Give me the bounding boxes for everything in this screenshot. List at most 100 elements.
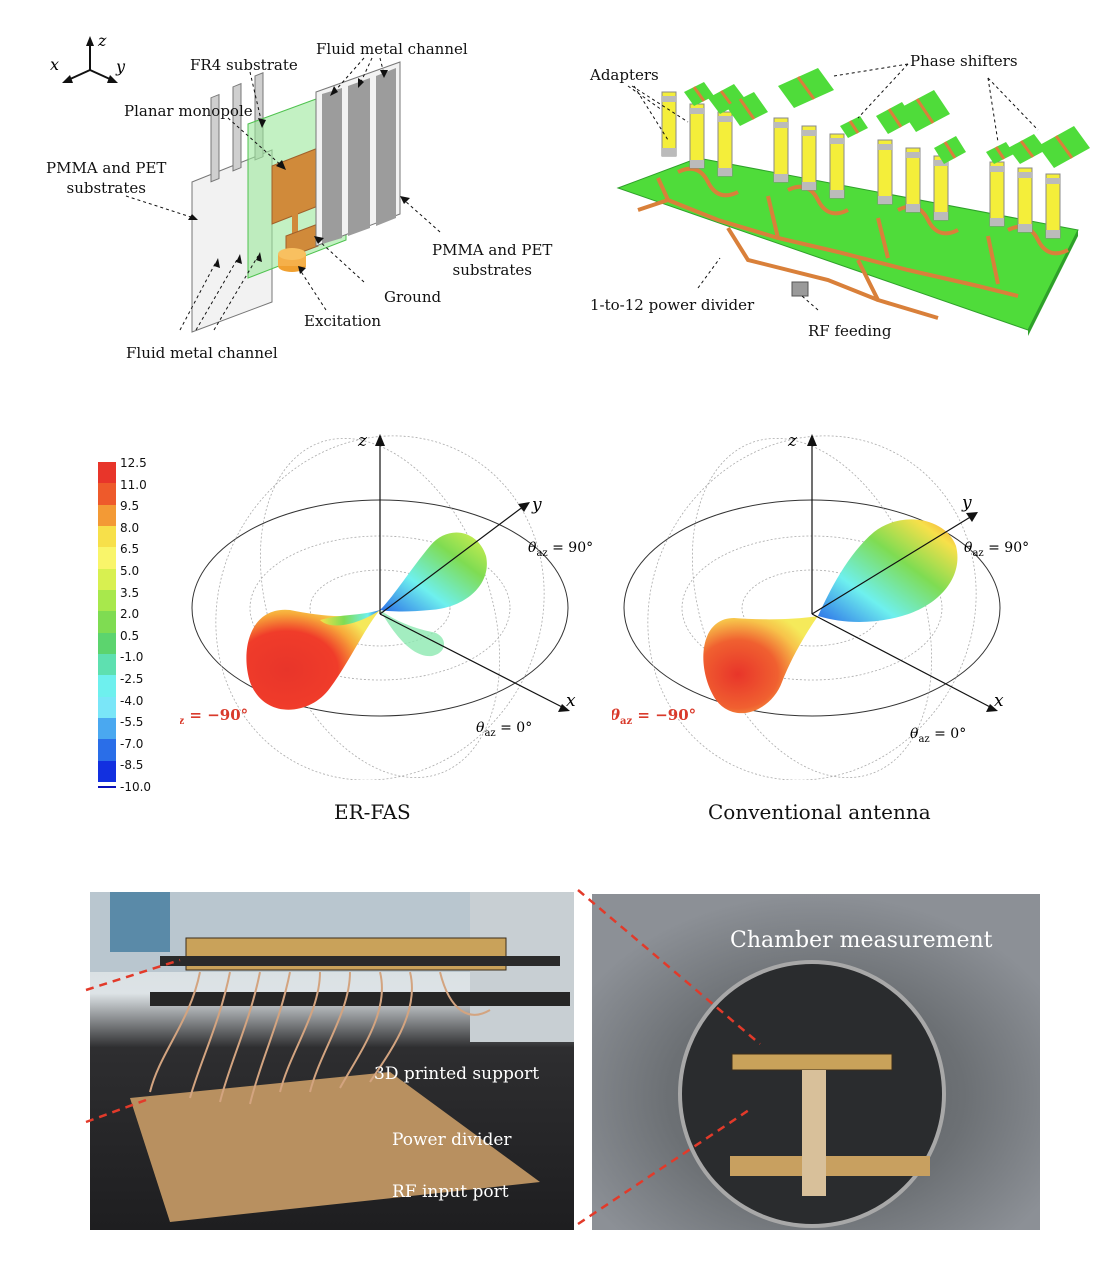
colorbar-tick-label: 6.5 xyxy=(120,542,140,557)
axis-z-label: z xyxy=(97,31,107,50)
caption-er-fas: ER-FAS xyxy=(334,800,411,824)
adapter xyxy=(801,125,817,191)
theta-value: = 0° xyxy=(930,726,967,742)
theta-minus-90-label: θaz = −90° xyxy=(180,706,248,727)
array-feed-diagram xyxy=(616,63,1090,336)
phase-shifter xyxy=(900,90,950,132)
colorbar-strip xyxy=(98,462,116,788)
adapter xyxy=(689,103,705,169)
chamber-title: Chamber measurement xyxy=(730,928,993,953)
theta-symbol: θ xyxy=(964,540,973,556)
fluid-channel-bottom-label: Fluid metal channel xyxy=(126,344,278,362)
colorbar-tick-label: -2.5 xyxy=(120,672,144,686)
colorbar-tick-label: 12.5 xyxy=(120,456,147,470)
theta-minus-90-label: θaz = −90° xyxy=(612,706,696,727)
divider-label: Power divider xyxy=(392,1130,512,1150)
theta-value: = −90° xyxy=(632,706,696,724)
main-lobe-left xyxy=(703,616,818,714)
colorbar-tick-label: -8.5 xyxy=(120,758,144,773)
chamber-photo: Chamber measurement xyxy=(592,894,1040,1230)
colorbar-tick-label: 2.0 xyxy=(120,607,140,622)
colorbar-swatch xyxy=(98,696,116,718)
axis-y-label: y xyxy=(531,495,542,515)
adapter xyxy=(1017,167,1033,233)
adapter xyxy=(905,147,921,213)
colorbar-swatch xyxy=(98,590,116,612)
colorbar-tick-label: -10.0 xyxy=(120,780,152,794)
excitation-label: Excitation xyxy=(304,312,382,330)
theta-subscript: az xyxy=(484,728,495,739)
fr4-substrate-label: FR4 substrate xyxy=(190,56,298,74)
colorbar-swatch xyxy=(98,718,116,740)
colorbar-swatch xyxy=(98,483,116,505)
power-divider-label: 1-to-12 power divider xyxy=(590,296,755,314)
theta-value: = 0° xyxy=(496,720,533,736)
theta-subscript: az xyxy=(536,548,547,559)
theta-symbol: θ xyxy=(476,720,485,736)
phase-shifters-label: Phase shifters xyxy=(910,52,1018,70)
phase-shifter xyxy=(1038,126,1090,168)
fluid-channel-left-1 xyxy=(210,93,220,183)
adapter xyxy=(877,139,893,205)
colorbar-tick-label: -1.0 xyxy=(120,650,144,665)
adapter xyxy=(773,117,789,183)
radiation-pattern-er-fas: z y x θaz = 90° θaz = 0° θaz = −90° xyxy=(180,431,593,780)
colorbar-tick-label: 0.5 xyxy=(120,628,140,643)
axis-y-label: y xyxy=(115,57,126,76)
theta-subscript: az xyxy=(180,716,184,727)
phase-shifter xyxy=(726,92,768,126)
theta-90-label: θaz = 90° xyxy=(964,540,1029,559)
fluid-channel-right-3 xyxy=(376,68,396,226)
axis-x-label: x xyxy=(994,691,1004,711)
phase-shifter xyxy=(840,116,868,138)
phase-shifter xyxy=(986,142,1014,164)
colorbar-swatch xyxy=(98,739,116,761)
colorbar-tick-label: 3.5 xyxy=(120,585,140,600)
radiation-pattern-conventional: z y x θaz = 90° θaz = 0° θaz = −90° xyxy=(612,431,1029,780)
main-lobe-left xyxy=(246,609,380,710)
theta-symbol: θ xyxy=(528,540,537,556)
colorbar-swatch xyxy=(98,526,116,548)
pmma-right-label: PMMA and PET substrates xyxy=(432,241,553,279)
theta-symbol: θ xyxy=(612,706,620,724)
axis-x-label: x xyxy=(566,691,576,711)
colorbar-min-line xyxy=(98,786,116,788)
colorbar-swatch xyxy=(98,632,116,654)
theta-subscript: az xyxy=(972,548,983,559)
colorbar-swatch xyxy=(98,654,116,676)
main-lobe-right xyxy=(818,519,958,622)
phase-shifter xyxy=(934,136,966,164)
colorbar-tick-label: 5.0 xyxy=(120,564,140,578)
fluid-channel-top-label: Fluid metal channel xyxy=(316,40,468,58)
colorbar-swatch xyxy=(98,611,116,633)
phase-shifter xyxy=(778,68,834,108)
panel-b-leaders xyxy=(627,63,1039,311)
adapter xyxy=(1045,173,1061,239)
exploded-antenna-diagram: z x y xyxy=(50,31,441,333)
theta-90-label: θaz = 90° xyxy=(528,540,593,559)
lobe-neck-left xyxy=(320,610,380,626)
fluid-channel-left-2 xyxy=(232,82,242,172)
theta-value: = 90° xyxy=(548,540,593,556)
panel-a-arrowheads xyxy=(188,70,410,274)
panel-a-leaders xyxy=(125,57,441,331)
pmma-left-label: PMMA and PET substrates xyxy=(46,159,167,197)
colorbar-swatch xyxy=(98,547,116,569)
theta-0-label: θaz = 0° xyxy=(476,720,532,739)
colorbar-swatch xyxy=(98,462,116,484)
theta-subscript: az xyxy=(918,734,929,745)
theta-subscript: az xyxy=(620,716,632,727)
ground-label: Ground xyxy=(384,288,442,306)
colorbar-tick-label: -7.0 xyxy=(120,736,144,751)
axis-z-label: z xyxy=(787,431,798,451)
adapter xyxy=(933,155,949,221)
colorbar-swatch xyxy=(98,675,116,697)
rf-feeding-connector xyxy=(791,281,809,297)
theta-value: = 90° xyxy=(984,540,1029,556)
colorbar-tick-label: 9.5 xyxy=(120,499,140,514)
rf-feeding-label: RF feeding xyxy=(808,322,892,340)
colorbar-tick-label: -4.0 xyxy=(120,693,144,708)
axes-triad: z x y xyxy=(50,31,126,83)
axis-x-label: x xyxy=(50,55,59,74)
